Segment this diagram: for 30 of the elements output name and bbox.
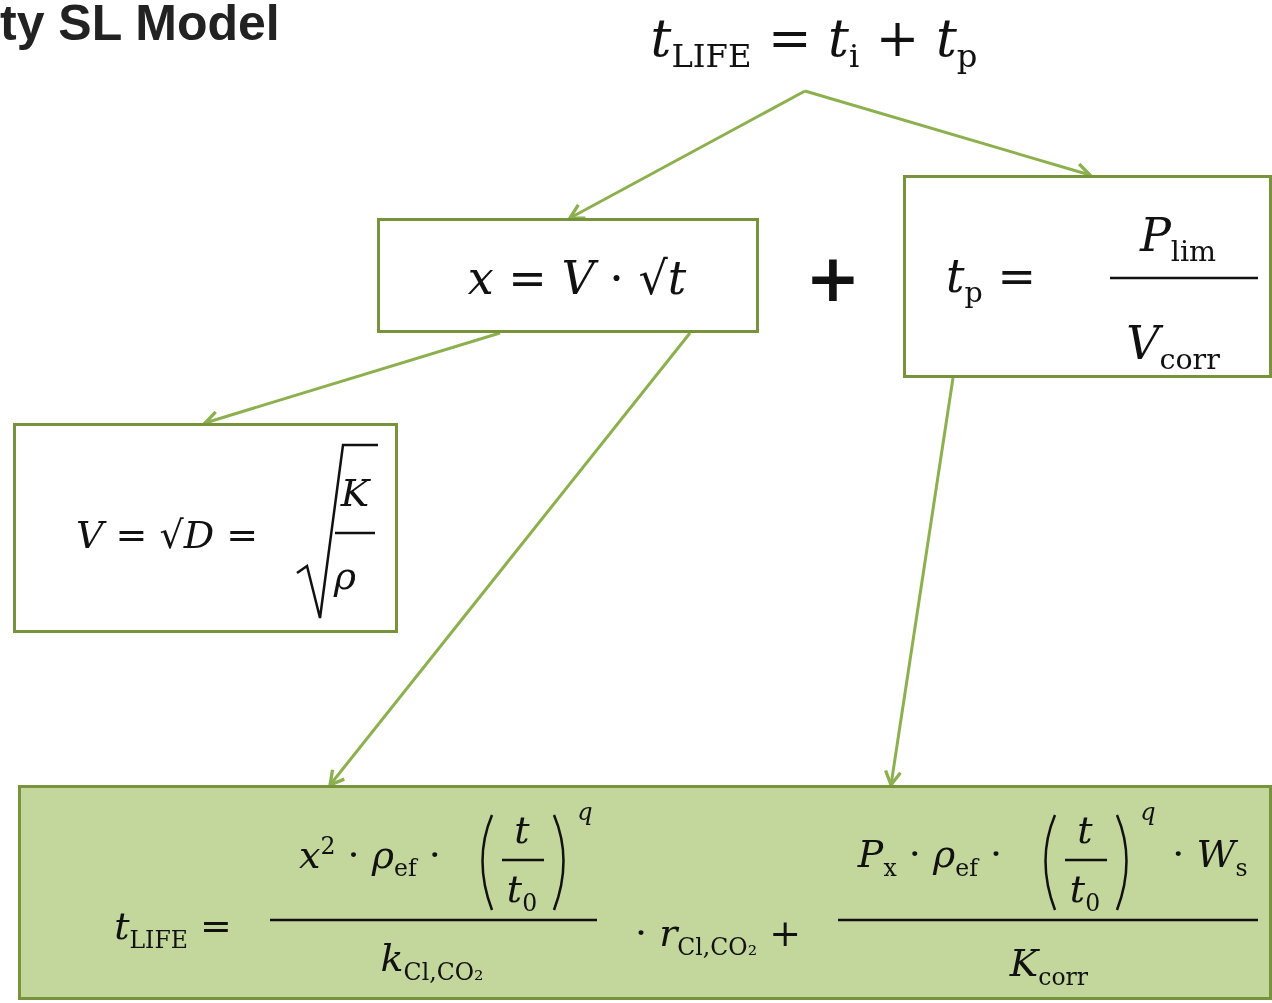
formula-term: t$_{p}$ = xyxy=(946,252,1036,308)
formula-term: P$_{lim}$ xyxy=(1139,211,1217,267)
formula-term: t xyxy=(514,811,530,849)
formula-term: x$^{2}$ · ρ$_{ef}$ · xyxy=(299,835,441,881)
formula-term: V$_{corr}$ xyxy=(1126,319,1220,375)
formula-box xyxy=(13,423,398,633)
formula-term: t$_{LIFE}$ = xyxy=(114,907,232,953)
formula-term: q xyxy=(1140,800,1156,824)
formula-band xyxy=(18,785,1272,1000)
formula-term: V = √D = xyxy=(75,516,259,554)
arrow xyxy=(328,332,692,787)
formula-term: K$_{corr}$ xyxy=(1009,944,1089,990)
plus-sign: + xyxy=(805,239,861,317)
formula-term: ρ xyxy=(333,557,357,595)
formula-term: · r$_{Cl,CO₂}$ + xyxy=(634,914,802,960)
formula-term: · W$_{s}$ xyxy=(1172,835,1248,881)
formula-term: P$_{x}$ · ρ$_{ef}$ · xyxy=(857,835,1003,881)
formula-box xyxy=(377,218,759,333)
formula-term: t xyxy=(1077,811,1093,849)
formula-term: x = V · √t xyxy=(467,255,687,301)
formula-term: t$_{0}$ xyxy=(1069,870,1101,916)
formula-term: t$_{0}$ xyxy=(506,870,538,916)
formula-term: k$_{Cl,CO₂}$ xyxy=(380,939,484,985)
arrow xyxy=(568,89,806,220)
slide-title: ty SL Model xyxy=(0,0,280,52)
formula: t$_{LIFE}$ = t$_{i}$ + t$_{p}$ xyxy=(650,11,978,73)
formula-term: K xyxy=(340,474,370,512)
formula-term: q xyxy=(577,800,593,824)
arrow xyxy=(883,377,955,787)
formula-box xyxy=(903,175,1272,378)
